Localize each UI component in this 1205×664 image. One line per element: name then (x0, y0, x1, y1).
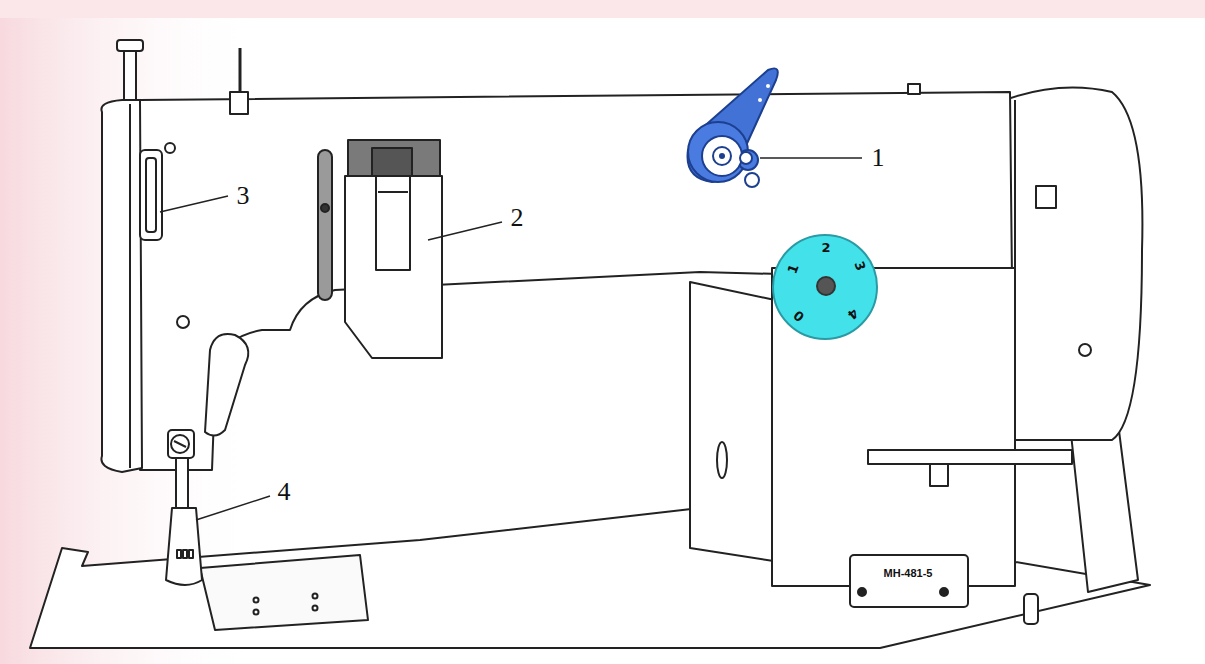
tension-nut-inner (713, 147, 731, 165)
winder-top-inner (372, 148, 412, 176)
name-plate (850, 555, 968, 607)
plate-rivet (858, 588, 866, 596)
post (124, 50, 136, 100)
pillar-side (690, 282, 780, 562)
leader-line (428, 222, 502, 240)
needle-bar (176, 458, 188, 508)
leader-line (160, 196, 228, 212)
guide-slot (318, 150, 332, 300)
foot-hole (183, 550, 187, 558)
plate-text: MH-481-5 (884, 568, 933, 579)
face-plate-edge (129, 104, 131, 468)
top-cap (908, 84, 920, 94)
dial-center (817, 277, 835, 295)
tension-nut (702, 136, 742, 176)
screw-slot (174, 441, 186, 447)
lever-hole (766, 84, 770, 88)
thread-guide (239, 48, 242, 92)
tension-lever (688, 68, 778, 182)
winder-top (348, 140, 440, 176)
plate-hole (254, 598, 259, 603)
tension-center (719, 153, 725, 159)
screw (165, 143, 175, 153)
callout-number: 3 (237, 183, 250, 209)
presser-lifter (205, 334, 248, 436)
winder-body (345, 176, 442, 358)
guide-screw (321, 204, 329, 212)
leader-line (196, 496, 270, 520)
tension-hole (740, 152, 752, 164)
tension-slot (140, 150, 162, 240)
foot-hole (189, 550, 193, 558)
plate-hole (313, 594, 318, 599)
winder-line (378, 191, 408, 193)
tension-disc (688, 122, 748, 182)
callout-number: 1 (872, 145, 885, 171)
lever-bar (868, 450, 1072, 464)
callout-number: 4 (278, 479, 291, 505)
slot-inner (146, 158, 156, 232)
plate-hole (254, 610, 259, 615)
foot-hole (177, 550, 181, 558)
small-window (1036, 186, 1056, 208)
plate-hole (313, 606, 318, 611)
edge-line (1014, 100, 1016, 586)
foot-knob (1024, 594, 1038, 624)
needle-plate (200, 555, 368, 630)
background-band (0, 0, 1205, 18)
screw (177, 316, 189, 328)
lever-hole (758, 98, 762, 102)
callout-number: 2 (511, 205, 524, 231)
tension-hole (745, 173, 759, 187)
face-plate (101, 100, 142, 472)
plate-rivet (940, 588, 948, 596)
stitch-dial (773, 235, 877, 339)
small-hole (1079, 344, 1091, 356)
needle-clamp (168, 430, 194, 458)
winder-window (376, 176, 410, 270)
dial-digit: 2 (821, 241, 830, 254)
screw (171, 435, 189, 453)
side-slot (717, 442, 727, 478)
thread-guide-base (230, 92, 248, 114)
leader-line (760, 157, 862, 159)
post-knob (117, 40, 143, 51)
lever-mount (930, 464, 948, 486)
handwheel (1005, 88, 1142, 441)
